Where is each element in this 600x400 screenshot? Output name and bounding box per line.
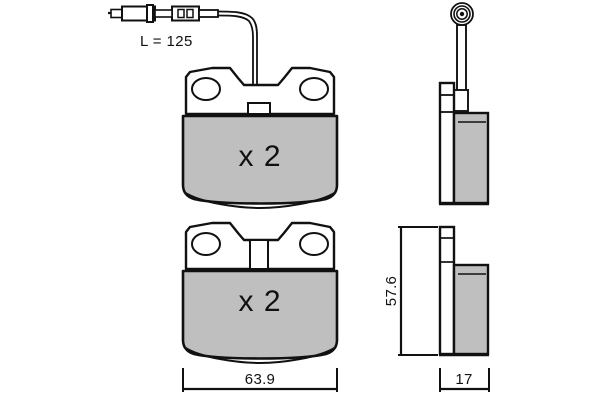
sensor-eyelet-icon xyxy=(450,2,474,26)
thickness-dim-value: 17 xyxy=(455,371,472,388)
lower-pad-mounting-hole-left xyxy=(191,232,221,256)
pad-thickness-dimension: 17 xyxy=(439,368,490,392)
upper-pad-mounting-hole-right xyxy=(299,77,329,101)
upper-pad-mounting-hole-left xyxy=(191,77,221,101)
upper-pad-sensor-slot xyxy=(247,102,271,115)
lower-pad-quantity-label: x 2 xyxy=(238,285,281,318)
brake-pad-side-view-upper xyxy=(438,2,490,206)
sensor-cable-inner xyxy=(217,14,254,100)
sensor-length-label: L = 125 xyxy=(140,33,193,50)
pad-width-dimension: 63.9 xyxy=(182,368,338,392)
lower-pad-mounting-hole-right xyxy=(299,232,329,256)
brake-pad-front-view-lower: x 2 xyxy=(181,221,339,365)
pad-height-dimension: 57.6 xyxy=(383,226,438,356)
sensor-tip xyxy=(198,9,219,18)
upper-pad-backplate xyxy=(184,66,336,116)
lower-side-backplate xyxy=(438,225,456,356)
wear-sensor-assembly: L = 125 xyxy=(108,4,258,100)
brake-pad-front-view-upper: x 2 xyxy=(181,66,339,210)
brake-pad-side-view-lower xyxy=(438,225,490,357)
sensor-contact-left xyxy=(177,8,185,19)
sensor-connector-block xyxy=(171,5,200,22)
sensor-cable-outer xyxy=(217,10,258,100)
height-dim-value: 57.6 xyxy=(383,276,400,306)
upper-side-friction-material xyxy=(452,111,490,205)
sensor-contact-right xyxy=(186,8,194,19)
lower-pad-centre-notch xyxy=(249,239,269,270)
upper-side-backplate xyxy=(438,81,456,205)
lower-pad-bottom-chamfer xyxy=(183,346,337,365)
upper-pad-bottom-chamfer xyxy=(183,191,337,210)
lower-side-friction-material xyxy=(452,263,490,356)
width-dim-value: 63.9 xyxy=(245,371,275,388)
sensor-neck xyxy=(154,9,173,18)
upper-pad-quantity-label: x 2 xyxy=(238,140,281,173)
sensor-collar-ring xyxy=(146,4,154,23)
